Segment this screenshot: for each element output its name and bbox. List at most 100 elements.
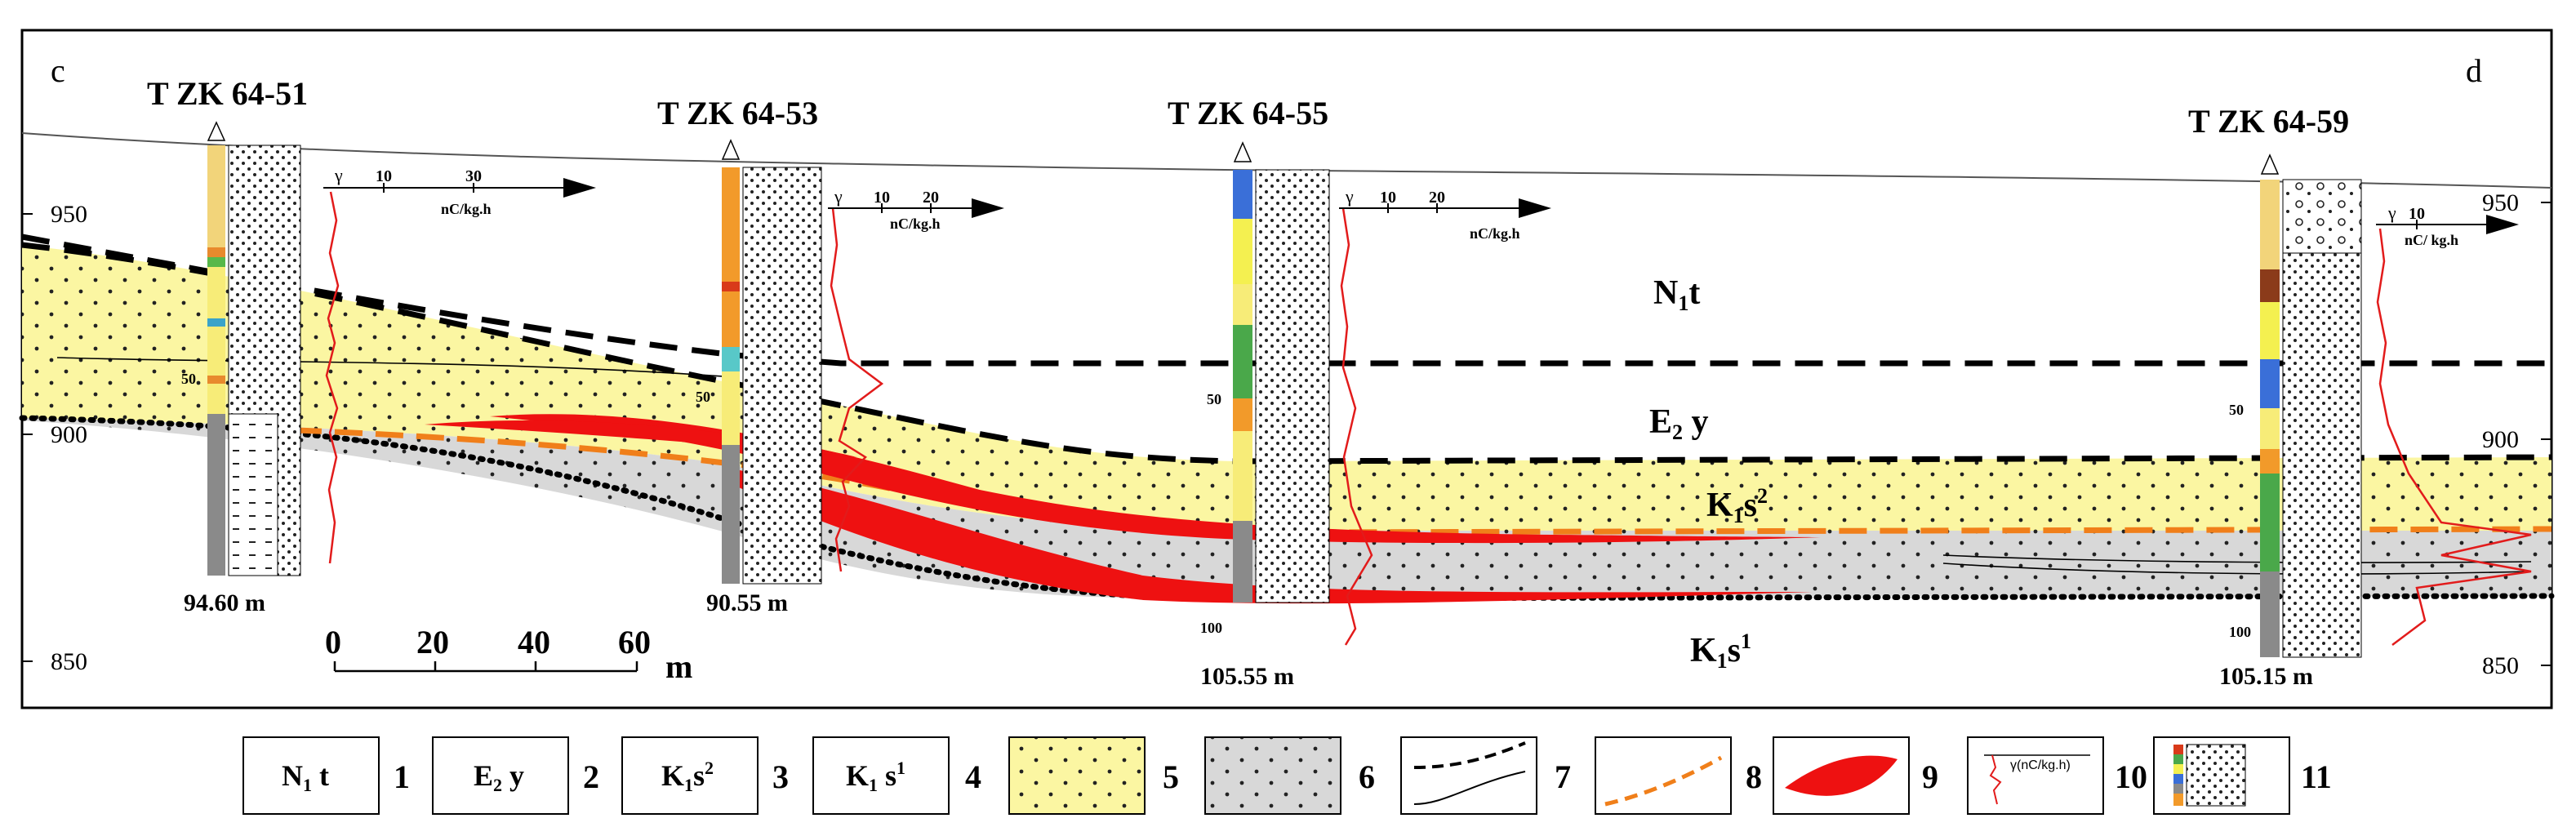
legend-box-1 [242, 736, 380, 815]
legend-number: 4 [965, 758, 981, 795]
legend-number: 1 [394, 758, 410, 795]
elevation-label: 900 [51, 421, 87, 448]
formation-label-e2y: E2 y [1649, 403, 1709, 444]
borehole-depth: 94.60 m [184, 589, 265, 616]
borehole-marker [2260, 153, 2280, 175]
formation-label-n1t: N1t [1653, 274, 1700, 315]
legend-ore-lens [1785, 755, 1898, 796]
elevation-label: 950 [2482, 189, 2519, 216]
legend-text-2: E2 y [474, 759, 524, 795]
borehole-depth: 105.15 m [2219, 663, 2313, 690]
borehole-depth: 90.55 m [706, 589, 788, 616]
depth-tick-label: 50 [1207, 391, 1221, 407]
depth-tick-label: 50 [2229, 402, 2244, 418]
borehole-column [1233, 141, 1330, 603]
gamma-log-curve [830, 207, 884, 572]
legend-text-4: K1 s1 [846, 758, 905, 795]
gamma-tick-label: 10 [2409, 205, 2425, 223]
gamma-tick-label: 20 [1429, 189, 1445, 207]
thin-boundary [56, 357, 736, 378]
legend: N1 t 1 E2 y 2 K1s2 3 K1 s1 4 5 6 7 8 9 [242, 736, 2332, 815]
legend-box-yellow-sand [1008, 736, 1146, 815]
legend-litho-column [2186, 744, 2246, 807]
gamma-unit: nC/kg.h [441, 201, 492, 217]
legend-number: 11 [2301, 758, 2332, 795]
gamma-symbol: γ [2387, 202, 2396, 223]
depth-tick-label: 50 [696, 389, 710, 405]
legend-gamma-curve [1989, 754, 2002, 805]
gamma-axis [828, 198, 1004, 218]
legend-dashed-line [1413, 741, 1526, 769]
elevation-label: 950 [51, 201, 87, 228]
legend-number: 9 [1922, 758, 1938, 795]
borehole-depth: 105.55 m [1200, 663, 1294, 690]
legend-number: 5 [1163, 758, 1179, 795]
legend-solid-line [1413, 771, 1526, 805]
elevation-label: 850 [51, 648, 87, 675]
gamma-log-curve [325, 191, 340, 564]
legend-box-4 [812, 736, 950, 815]
legend-box-gamma-log [1967, 736, 2104, 815]
scale-unit: m [665, 648, 692, 685]
legend-box-grey-sand [1204, 736, 1341, 815]
elevation-label: 900 [2482, 426, 2519, 453]
gamma-log-curve [1340, 207, 1373, 646]
borehole-title: T ZK 64-51 [147, 75, 308, 112]
gamma-tick-label: 20 [923, 189, 939, 207]
ground-surface-line [21, 132, 2552, 189]
borehole-marker [1233, 141, 1252, 162]
k1s1-sandstone-layer [22, 418, 2552, 598]
legend-text-1: N1 t [282, 759, 329, 795]
borehole-marker [721, 139, 741, 160]
borehole-title: T ZK 64-59 [2188, 103, 2349, 140]
legend-number: 6 [1359, 758, 1375, 795]
gamma-axis [2376, 215, 2519, 234]
legend-gamma-label: γ(nC/kg.h) [2010, 758, 2071, 772]
legend-box-boundary-lines [1400, 736, 1537, 815]
formation-label-k1s1: K1s1 [1690, 629, 1751, 673]
legend-number: 8 [1746, 758, 1762, 795]
borehole-column [2260, 153, 2362, 658]
gamma-axis [1339, 198, 1551, 218]
legend-box-2 [432, 736, 569, 815]
legend-box-3 [621, 736, 759, 815]
legend-number: 10 [2115, 758, 2147, 795]
borehole-title: T ZK 64-53 [657, 95, 818, 131]
borehole-marker [207, 121, 226, 141]
legend-orange-dash [1604, 755, 1723, 807]
section-end-label: d [2466, 52, 2482, 89]
borehole-title: T ZK 64-55 [1168, 95, 1328, 131]
thin-boundary [1942, 563, 2532, 575]
elevation-label: 850 [2482, 652, 2519, 679]
gamma-unit: nC/kg.h [890, 216, 941, 232]
depth-tick-label: 50 [181, 371, 196, 387]
scale-tick-label: 60 [618, 624, 651, 660]
scale-tick-label: 20 [416, 624, 449, 660]
legend-number: 2 [583, 758, 599, 795]
borehole-column [721, 139, 822, 585]
ore-lens [735, 469, 1813, 604]
gamma-tick-label: 10 [874, 189, 890, 207]
scale-tick-label: 0 [325, 624, 341, 660]
ore-lens [425, 420, 857, 457]
legend-box-orange-dash [1595, 736, 1732, 815]
formation-label-k1s2: K1s2 [1706, 484, 1768, 527]
scale-bar [333, 661, 638, 673]
legend-number: 7 [1555, 758, 1571, 795]
gamma-tick-label: 10 [1380, 189, 1396, 207]
borehole-column [207, 121, 301, 576]
legend-number: 3 [772, 758, 789, 795]
thin-boundary [1942, 554, 2532, 563]
gamma-tick-label: 10 [376, 167, 392, 185]
depth-tick-label: 100 [2229, 624, 2251, 640]
section-body [19, 121, 2555, 673]
legend-text-3: K1s2 [661, 758, 714, 795]
gamma-unit: nC/kg.h [1470, 225, 1520, 242]
gamma-tick-label: 30 [465, 167, 482, 185]
gamma-axis [323, 178, 596, 198]
gamma-log-curve [2376, 228, 2532, 646]
gamma-symbol: γ [834, 186, 843, 207]
scale-tick-label: 40 [518, 624, 550, 660]
section-start-label: c [51, 52, 65, 89]
gamma-symbol: γ [1345, 186, 1354, 207]
